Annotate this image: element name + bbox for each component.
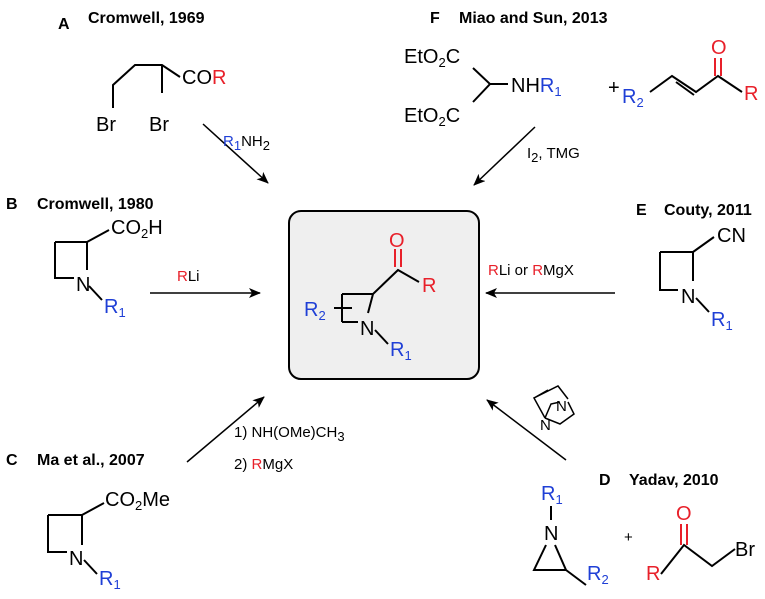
dabco-n-top: N <box>556 398 567 415</box>
product-r: R <box>422 275 436 297</box>
panel-b-r1: R1 <box>104 296 126 320</box>
product-ring-bond-cn <box>367 293 374 314</box>
panel-f-letter: F <box>430 10 440 27</box>
panel-d-r1: R1 <box>541 483 563 507</box>
dabco-bonds <box>532 385 575 425</box>
panel-c-letter: C <box>6 452 18 469</box>
panel-b-title: Cromwell, 1980 <box>37 196 154 213</box>
panel-e-letter: E <box>636 202 647 219</box>
panel-c-n: N <box>69 548 83 570</box>
panel-e-ring <box>659 236 715 291</box>
panel-e: E Couty, 2011 CN N R1 RLi or RMgX <box>485 202 752 333</box>
panel-f-co-double <box>714 58 722 76</box>
panel-b-reagent: RLi <box>177 268 200 285</box>
product-o: O <box>389 230 405 252</box>
panel-f-r2: R2 <box>622 86 644 110</box>
panel-d-title: Yadav, 2010 <box>629 472 719 489</box>
panel-f-eto2c-bottom: EtO2C <box>404 105 460 129</box>
panel-d-plus: + <box>624 529 633 546</box>
dabco-structure: N N <box>532 385 575 434</box>
panel-b-ring <box>54 229 110 279</box>
panel-f-r: R <box>744 83 758 105</box>
panel-d-n: N <box>544 523 558 545</box>
panel-a-br-left: Br <box>96 114 116 136</box>
panel-f-cc-double <box>675 81 695 96</box>
panel-b-n: N <box>76 274 90 296</box>
panel-c-arrow <box>186 396 265 463</box>
panel-f-eto2c-top: EtO2C <box>404 46 460 70</box>
panel-d-letter: D <box>599 472 611 489</box>
panel-d: D Yadav, 2010 R1 N R2 + O R Br N N <box>486 385 755 587</box>
panel-e-nr1-bond <box>695 297 710 313</box>
central-product: O R N R2 R1 <box>288 210 480 380</box>
panel-d-br: Br <box>735 539 755 561</box>
panel-f-nhr1: NHR1 <box>511 75 562 99</box>
product-r2: R2 <box>304 299 326 323</box>
panel-c-step2: 2) RMgX <box>234 456 293 473</box>
panel-c-title: Ma et al., 2007 <box>37 452 145 469</box>
panel-c-step1: 1) NH(OMe)CH3 <box>234 424 345 444</box>
panel-a: A Cromwell, 1969 COR Br Br R1NH2 <box>58 10 270 184</box>
panel-c-nr1-bond <box>83 559 98 575</box>
panel-b-co2h: CO2H <box>111 217 163 241</box>
panel-a-br-right: Br <box>149 114 169 136</box>
product-n: N <box>360 318 374 340</box>
panel-d-r: R <box>646 563 660 585</box>
product-r1: R1 <box>390 339 412 363</box>
panel-f-enone-bonds <box>649 74 743 94</box>
panel-b: B Cromwell, 1980 CO2H N R1 RLi <box>6 196 261 320</box>
product-co-double <box>394 249 402 267</box>
panel-f: F Miao and Sun, 2013 EtO2C EtO2C NHR1 + … <box>404 10 758 186</box>
panel-f-arrow <box>473 126 536 186</box>
panel-a-letter: A <box>58 16 70 33</box>
panel-f-o: O <box>711 37 727 59</box>
panel-c-co2me: CO2Me <box>105 489 170 513</box>
panel-f-reagent: I2, TMG <box>527 145 580 165</box>
panel-b-letter: B <box>6 196 18 213</box>
product-carbonyl-bonds <box>372 268 420 295</box>
panel-f-malonate-bonds <box>472 67 508 103</box>
product-n-r1-bond <box>374 329 389 345</box>
panel-a-reagent: R1NH2 <box>223 133 270 153</box>
panel-e-title: Couty, 2011 <box>664 202 752 219</box>
panel-a-co: COR <box>182 67 226 89</box>
panel-c: C Ma et al., 2007 CO2Me N R1 1) NH(OMe)C… <box>6 396 345 592</box>
dabco-n-bottom: N <box>540 417 551 434</box>
panel-f-title: Miao and Sun, 2013 <box>459 10 608 27</box>
product-box <box>288 210 480 380</box>
panel-d-o: O <box>676 503 692 525</box>
panel-e-cn: CN <box>717 225 746 247</box>
panel-c-r1: R1 <box>99 568 121 592</box>
panel-e-r1: R1 <box>711 309 733 333</box>
panel-f-plus: + <box>608 77 620 99</box>
panel-d-ketone-bonds <box>660 543 736 575</box>
panel-e-n: N <box>681 286 695 308</box>
panel-d-arrow <box>486 399 567 461</box>
panel-d-aziridine <box>532 544 587 586</box>
panel-e-reagent: RLi or RMgX <box>488 262 574 279</box>
panel-c-ring <box>47 502 105 553</box>
panel-d-r2: R2 <box>587 563 609 587</box>
panel-d-co-double <box>680 524 688 545</box>
panel-a-chain <box>112 64 181 108</box>
panel-a-arrow <box>202 123 269 184</box>
panel-b-nr1-bond <box>88 285 103 301</box>
panel-a-title: Cromwell, 1969 <box>88 10 205 27</box>
